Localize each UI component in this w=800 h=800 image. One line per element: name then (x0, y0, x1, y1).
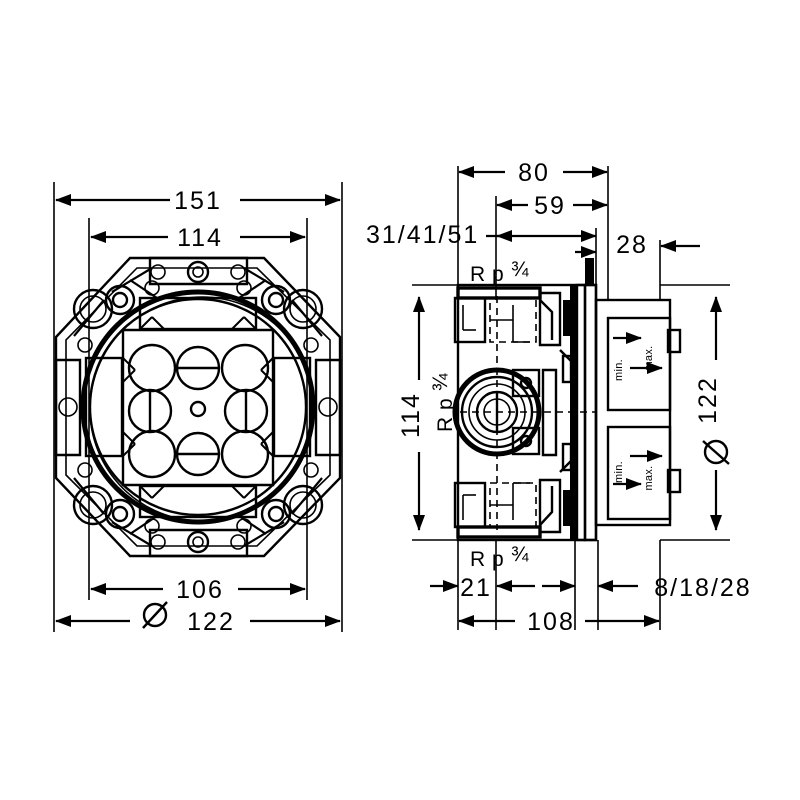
dim-side-80: 80 (458, 159, 608, 187)
dim-side-28: 28 (616, 231, 700, 259)
dim-side-8-18-28-label: 8/18/28 (654, 574, 751, 602)
dim-side-80-label: 80 (518, 159, 550, 187)
front-view-body (54, 256, 342, 558)
dim-front-122-label: 122 (187, 608, 235, 636)
side-view-body: min. max. min. max. (452, 258, 682, 542)
bolt-bosses (77, 280, 319, 534)
thread-label-left: R p ¾ (429, 373, 457, 432)
dim-front-106: 106 (90, 576, 306, 604)
dim-side-108: 108 (458, 608, 660, 636)
dim-side-21-label: 21 (460, 574, 492, 602)
thread-label-bottom-fraction: ¾ (511, 543, 529, 566)
dim-front-151: 151 (55, 187, 341, 215)
mounting-tabs (148, 256, 249, 558)
diameter-symbol-front (142, 601, 168, 629)
top-stud (585, 258, 594, 286)
side-section-view: 80 59 31/41/51 28 114 (366, 159, 751, 636)
dim-front-114-label: 114 (177, 224, 223, 252)
max-label-lower: max. (643, 465, 655, 490)
thread-label-left-fraction: ¾ (429, 373, 452, 391)
valve-side-bosses (511, 368, 541, 456)
dim-front-151-label: 151 (174, 187, 222, 215)
dim-side-28-label: 28 (616, 231, 648, 259)
dim-front-dia-122: 122 (55, 601, 341, 636)
minmax-lower: min. max. (613, 450, 663, 491)
corner-lugs (72, 288, 324, 526)
thread-label-bottom-text: R p (470, 548, 504, 571)
pipe-boss-bottom (453, 481, 542, 539)
dim-side-114-label: 114 (397, 392, 425, 438)
dim-side-21: 21 (430, 574, 535, 602)
diameter-symbol-side (702, 439, 730, 465)
min-label-upper: min. (613, 359, 625, 381)
dim-side-31-41-51-label: 31/41/51 (366, 221, 479, 249)
min-label-lower: min. (613, 461, 625, 483)
chamfer-details (122, 316, 274, 499)
knockout-slots-horizontal (84, 296, 312, 519)
knockout-holes (127, 343, 270, 479)
dim-side-108-label: 108 (527, 608, 575, 636)
dim-front-106-label: 106 (176, 576, 224, 604)
front-view: 151 114 106 122 (53, 182, 343, 636)
thread-label-bottom: R p ¾ (470, 543, 529, 571)
dim-side-8-18-28: 8/18/28 (542, 574, 751, 602)
dim-side-dia-122: 122 (694, 296, 730, 531)
dim-side-114: 114 (397, 296, 425, 531)
side-tabs (54, 358, 342, 457)
minmax-upper: min. max. (613, 332, 663, 381)
thread-label-left-text: R p (434, 398, 457, 432)
thread-label-top-text: R p (470, 263, 504, 286)
octagon-inner-frame (65, 267, 331, 547)
dim-front-114: 114 (90, 224, 306, 252)
dim-side-59-label: 59 (534, 192, 566, 220)
dim-side-59: 59 (496, 192, 608, 220)
dim-side-122-label: 122 (694, 376, 722, 424)
thread-label-top-fraction: ¾ (511, 258, 529, 281)
dim-side-31-41-51: 31/41/51 (366, 221, 597, 258)
escutcheon-block (594, 298, 682, 527)
thread-label-top: R p ¾ (470, 258, 529, 286)
max-label-upper: max. (643, 345, 655, 370)
valve-cartridge (452, 367, 542, 457)
